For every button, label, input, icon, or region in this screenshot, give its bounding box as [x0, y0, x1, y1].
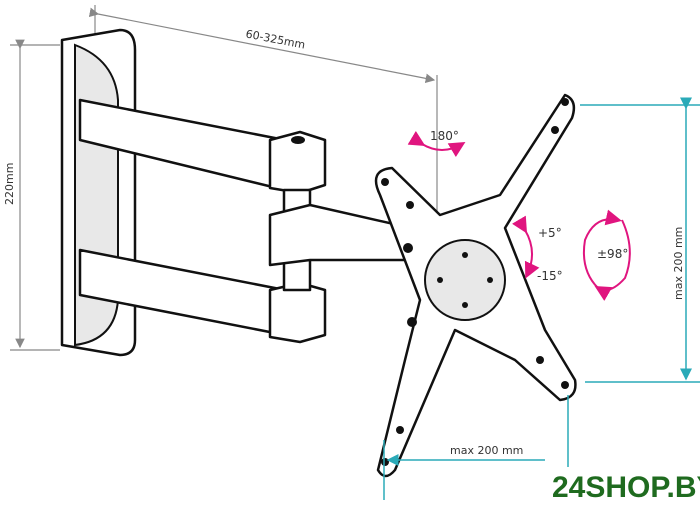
vesa-horizontal-label: max 200 mm — [450, 444, 523, 457]
swivel-arrow-icon — [407, 130, 466, 158]
arm-extension-label: 60-325mm — [245, 27, 307, 51]
tilt-up-label: +5° — [538, 226, 562, 240]
vesa-horizontal-dimension — [383, 395, 569, 500]
vesa-vertical-label: max 200 mm — [672, 227, 685, 300]
watermark-logo: 24SHOP.BY — [552, 471, 700, 504]
rotation-arrow-icon — [582, 209, 631, 301]
vesa-vertical-dimension — [580, 97, 700, 383]
tilt-down-label: -15° — [537, 269, 563, 283]
vesa-plate — [374, 93, 577, 478]
swivel-angle-label: 180° — [430, 129, 459, 143]
lower-arm — [78, 248, 327, 344]
rotation-angle-label: ±98° — [597, 247, 628, 261]
tilt-arrow-icon — [512, 215, 540, 279]
upper-arm — [78, 98, 327, 195]
wall-plate-height-dimension — [10, 39, 60, 351]
wall-plate — [60, 28, 137, 357]
wall-plate-height-label: 220mm — [3, 163, 16, 205]
